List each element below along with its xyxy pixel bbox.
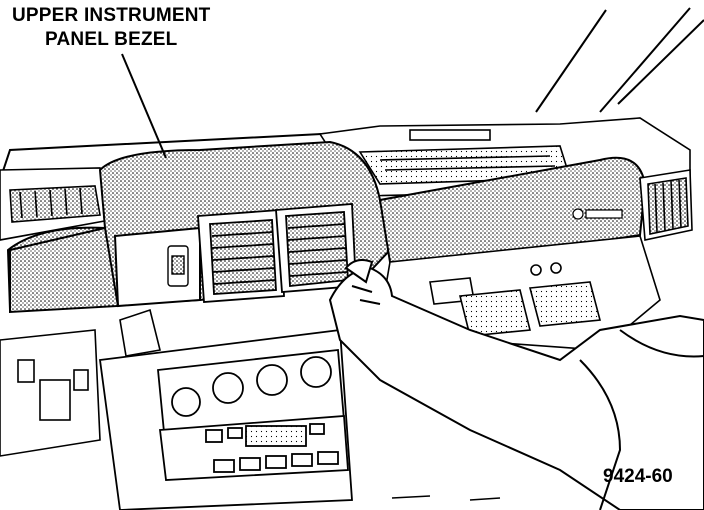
brand-emblem [572, 208, 623, 220]
left-dash-end [0, 167, 111, 241]
floor-hint [391, 495, 501, 501]
callout-label: UPPER INSTRUMENT PANEL BEZEL [12, 4, 211, 52]
lower-right-dash [379, 235, 661, 351]
callout-line-1: UPPER INSTRUMENT [12, 5, 211, 26]
callout-leader-line [121, 53, 167, 159]
technician-arm [328, 259, 704, 510]
right-dash-vent [639, 169, 693, 241]
lower-left-dash [0, 308, 161, 457]
center-stack [98, 328, 353, 510]
callout-line-2: PANEL BEZEL [45, 29, 178, 50]
dimmer-switch [167, 245, 189, 287]
center-air-vents [197, 203, 357, 303]
figure-number: 9424-60 [603, 466, 673, 487]
